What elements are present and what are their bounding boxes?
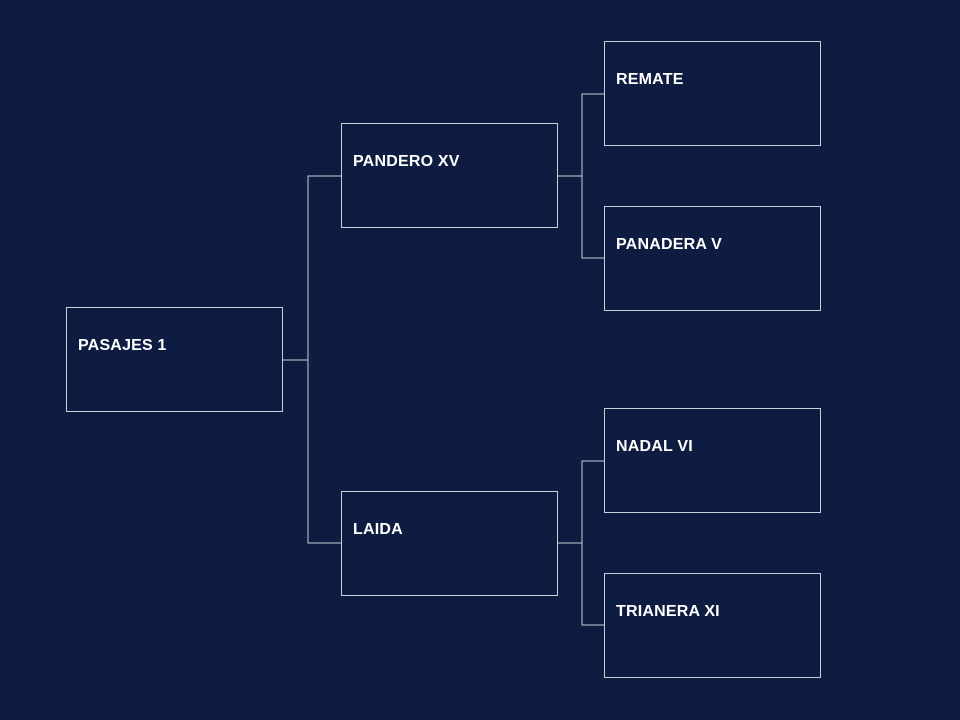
connector-laida-to-nadal: [558, 460, 604, 544]
connector-pandero-to-remate: [558, 93, 604, 177]
node-label: REMATE: [616, 71, 684, 88]
node-level1-bottom: LAIDA: [341, 491, 558, 596]
node-label: PASAJES 1: [78, 337, 167, 354]
connector-pandero-to-panadera: [581, 176, 604, 259]
node-level2-1: REMATE: [604, 41, 821, 146]
node-label: PANADERA V: [616, 236, 723, 253]
connector-root-to-pandero: [283, 175, 341, 361]
node-label: TRIANERA XI: [616, 603, 720, 620]
node-label: LAIDA: [353, 521, 403, 538]
node-label: PANDERO XV: [353, 153, 460, 170]
node-root: PASAJES 1: [66, 307, 283, 412]
connector-root-to-laida: [307, 360, 341, 544]
connector-laida-to-trianera: [581, 543, 604, 626]
node-level2-2: PANADERA V: [604, 206, 821, 311]
node-level2-4: TRIANERA XI: [604, 573, 821, 678]
node-level2-3: NADAL VI: [604, 408, 821, 513]
node-level1-top: PANDERO XV: [341, 123, 558, 228]
node-label: NADAL VI: [616, 438, 693, 455]
